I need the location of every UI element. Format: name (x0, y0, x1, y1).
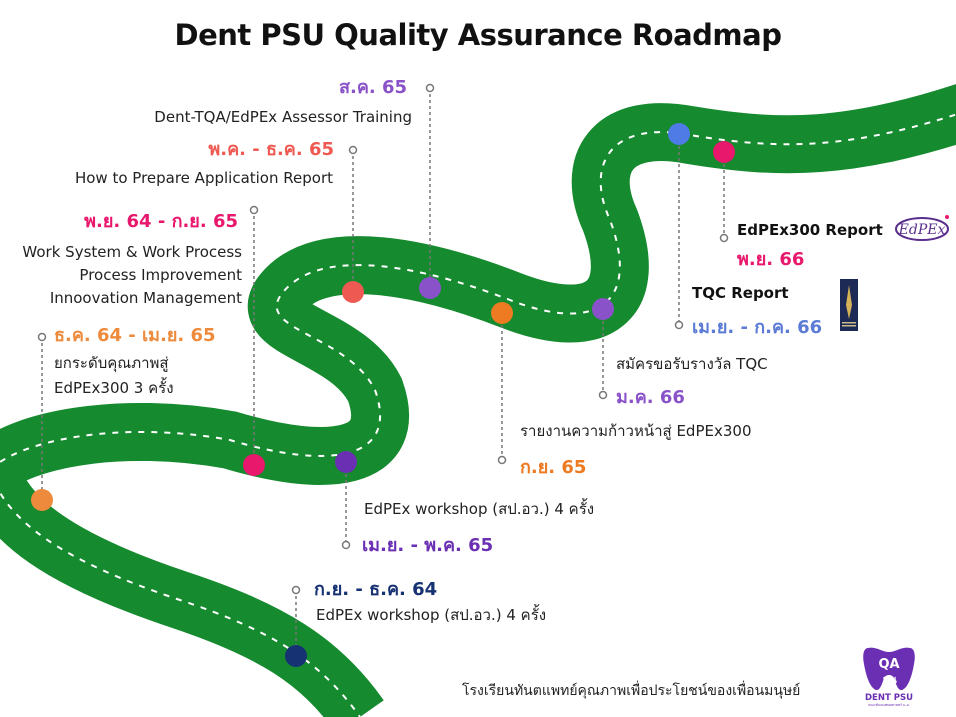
milestone-date-4: ส.ค. 65 (339, 77, 408, 98)
milestone-label-3: How to Prepare Application Report (74, 169, 333, 187)
leader-end (425, 83, 435, 93)
leader-end (719, 233, 729, 243)
milestone-marker-7 (491, 302, 513, 324)
leader-end (341, 540, 351, 550)
leader-end (37, 332, 47, 342)
milestone-date-1: ธ.ค. 64 - เม.ย. 65 (54, 325, 216, 346)
leader-end (598, 390, 608, 400)
dent-psu-qa-logo: QA พน DENT PSU คณะทันตแพทยศาสตร์ ม.อ. (863, 647, 915, 707)
milestone-marker-4 (419, 277, 441, 299)
edpex-logo-text: EdPEx (898, 222, 946, 238)
milestone-marker-1 (31, 489, 53, 511)
leader-end (249, 205, 259, 215)
milestone-label-4: Dent-TQA/EdPEx Assessor Training (154, 108, 412, 126)
milestone-label-2a: Work System & Work Process (22, 243, 242, 261)
milestone-label-1b: EdPEx300 3 ครั้ง (54, 379, 174, 397)
qa-logo-sub: คณะทันตแพทยศาสตร์ ม.อ. (868, 703, 910, 707)
leader-end (497, 455, 507, 465)
milestone-label-2b: Process Improvement (79, 266, 242, 284)
milestone-header-9: TQC Report (692, 284, 789, 302)
page-title: Dent PSU Quality Assurance Roadmap (174, 18, 782, 52)
milestone-marker-6 (285, 645, 307, 667)
milestone-date-6: ก.ย. - ธ.ค. 64 (314, 579, 438, 600)
qa-logo-top: QA (878, 657, 899, 672)
milestone-marker-2 (243, 454, 265, 476)
milestone-marker-5 (335, 451, 357, 473)
road-lower (0, 460, 384, 717)
milestone-label-5: EdPEx workshop (สป.อว.) 4 ครั้ง (364, 500, 595, 518)
milestone-label-7: รายงานความก้าวหน้าสู่ EdPEx300 (520, 422, 752, 440)
leader-end (674, 320, 684, 330)
milestone-header-10: EdPEx300 Report (737, 221, 883, 239)
milestone-marker-10 (713, 141, 735, 163)
qa-logo-bottom: พน (883, 675, 897, 686)
milestone-marker-3 (342, 281, 364, 303)
milestone-date-2: พ.ย. 64 - ก.ย. 65 (84, 211, 238, 232)
qa-logo-brand: DENT PSU (865, 693, 913, 703)
milestone-label-2c: Innoovation Management (49, 289, 242, 307)
milestone-date-9: เม.ย. - ก.ค. 66 (692, 317, 823, 338)
milestone-label-1a: ยกระดับคุณภาพสู่ (54, 354, 169, 372)
leader-end (291, 585, 301, 595)
milestone-marker-9 (668, 123, 690, 145)
milestone-date-8: ม.ค. 66 (616, 387, 685, 408)
edpex-logo: EdPEx (895, 215, 949, 241)
road-lower-centerline (0, 490, 361, 717)
milestone-date-10: พ.ย. 66 (737, 249, 805, 270)
milestone-date-3: พ.ค. - ธ.ค. 65 (208, 139, 334, 160)
milestone-label-6: EdPEx workshop (สป.อว.) 4 ครั้ง (316, 606, 547, 624)
milestone-date-7: ก.ย. 65 (520, 457, 587, 478)
milestone-label-8: สมัครขอรับรางวัล TQC (616, 355, 768, 373)
tqc-award-icon (840, 279, 858, 331)
footer-motto: โรงเรียนทันตแพทย์คุณภาพเพื่อประโยชน์ของเ… (462, 683, 801, 699)
milestone-marker-8 (592, 298, 614, 320)
milestone-date-5: เม.ย. - พ.ค. 65 (362, 535, 494, 556)
leader-end (348, 145, 358, 155)
